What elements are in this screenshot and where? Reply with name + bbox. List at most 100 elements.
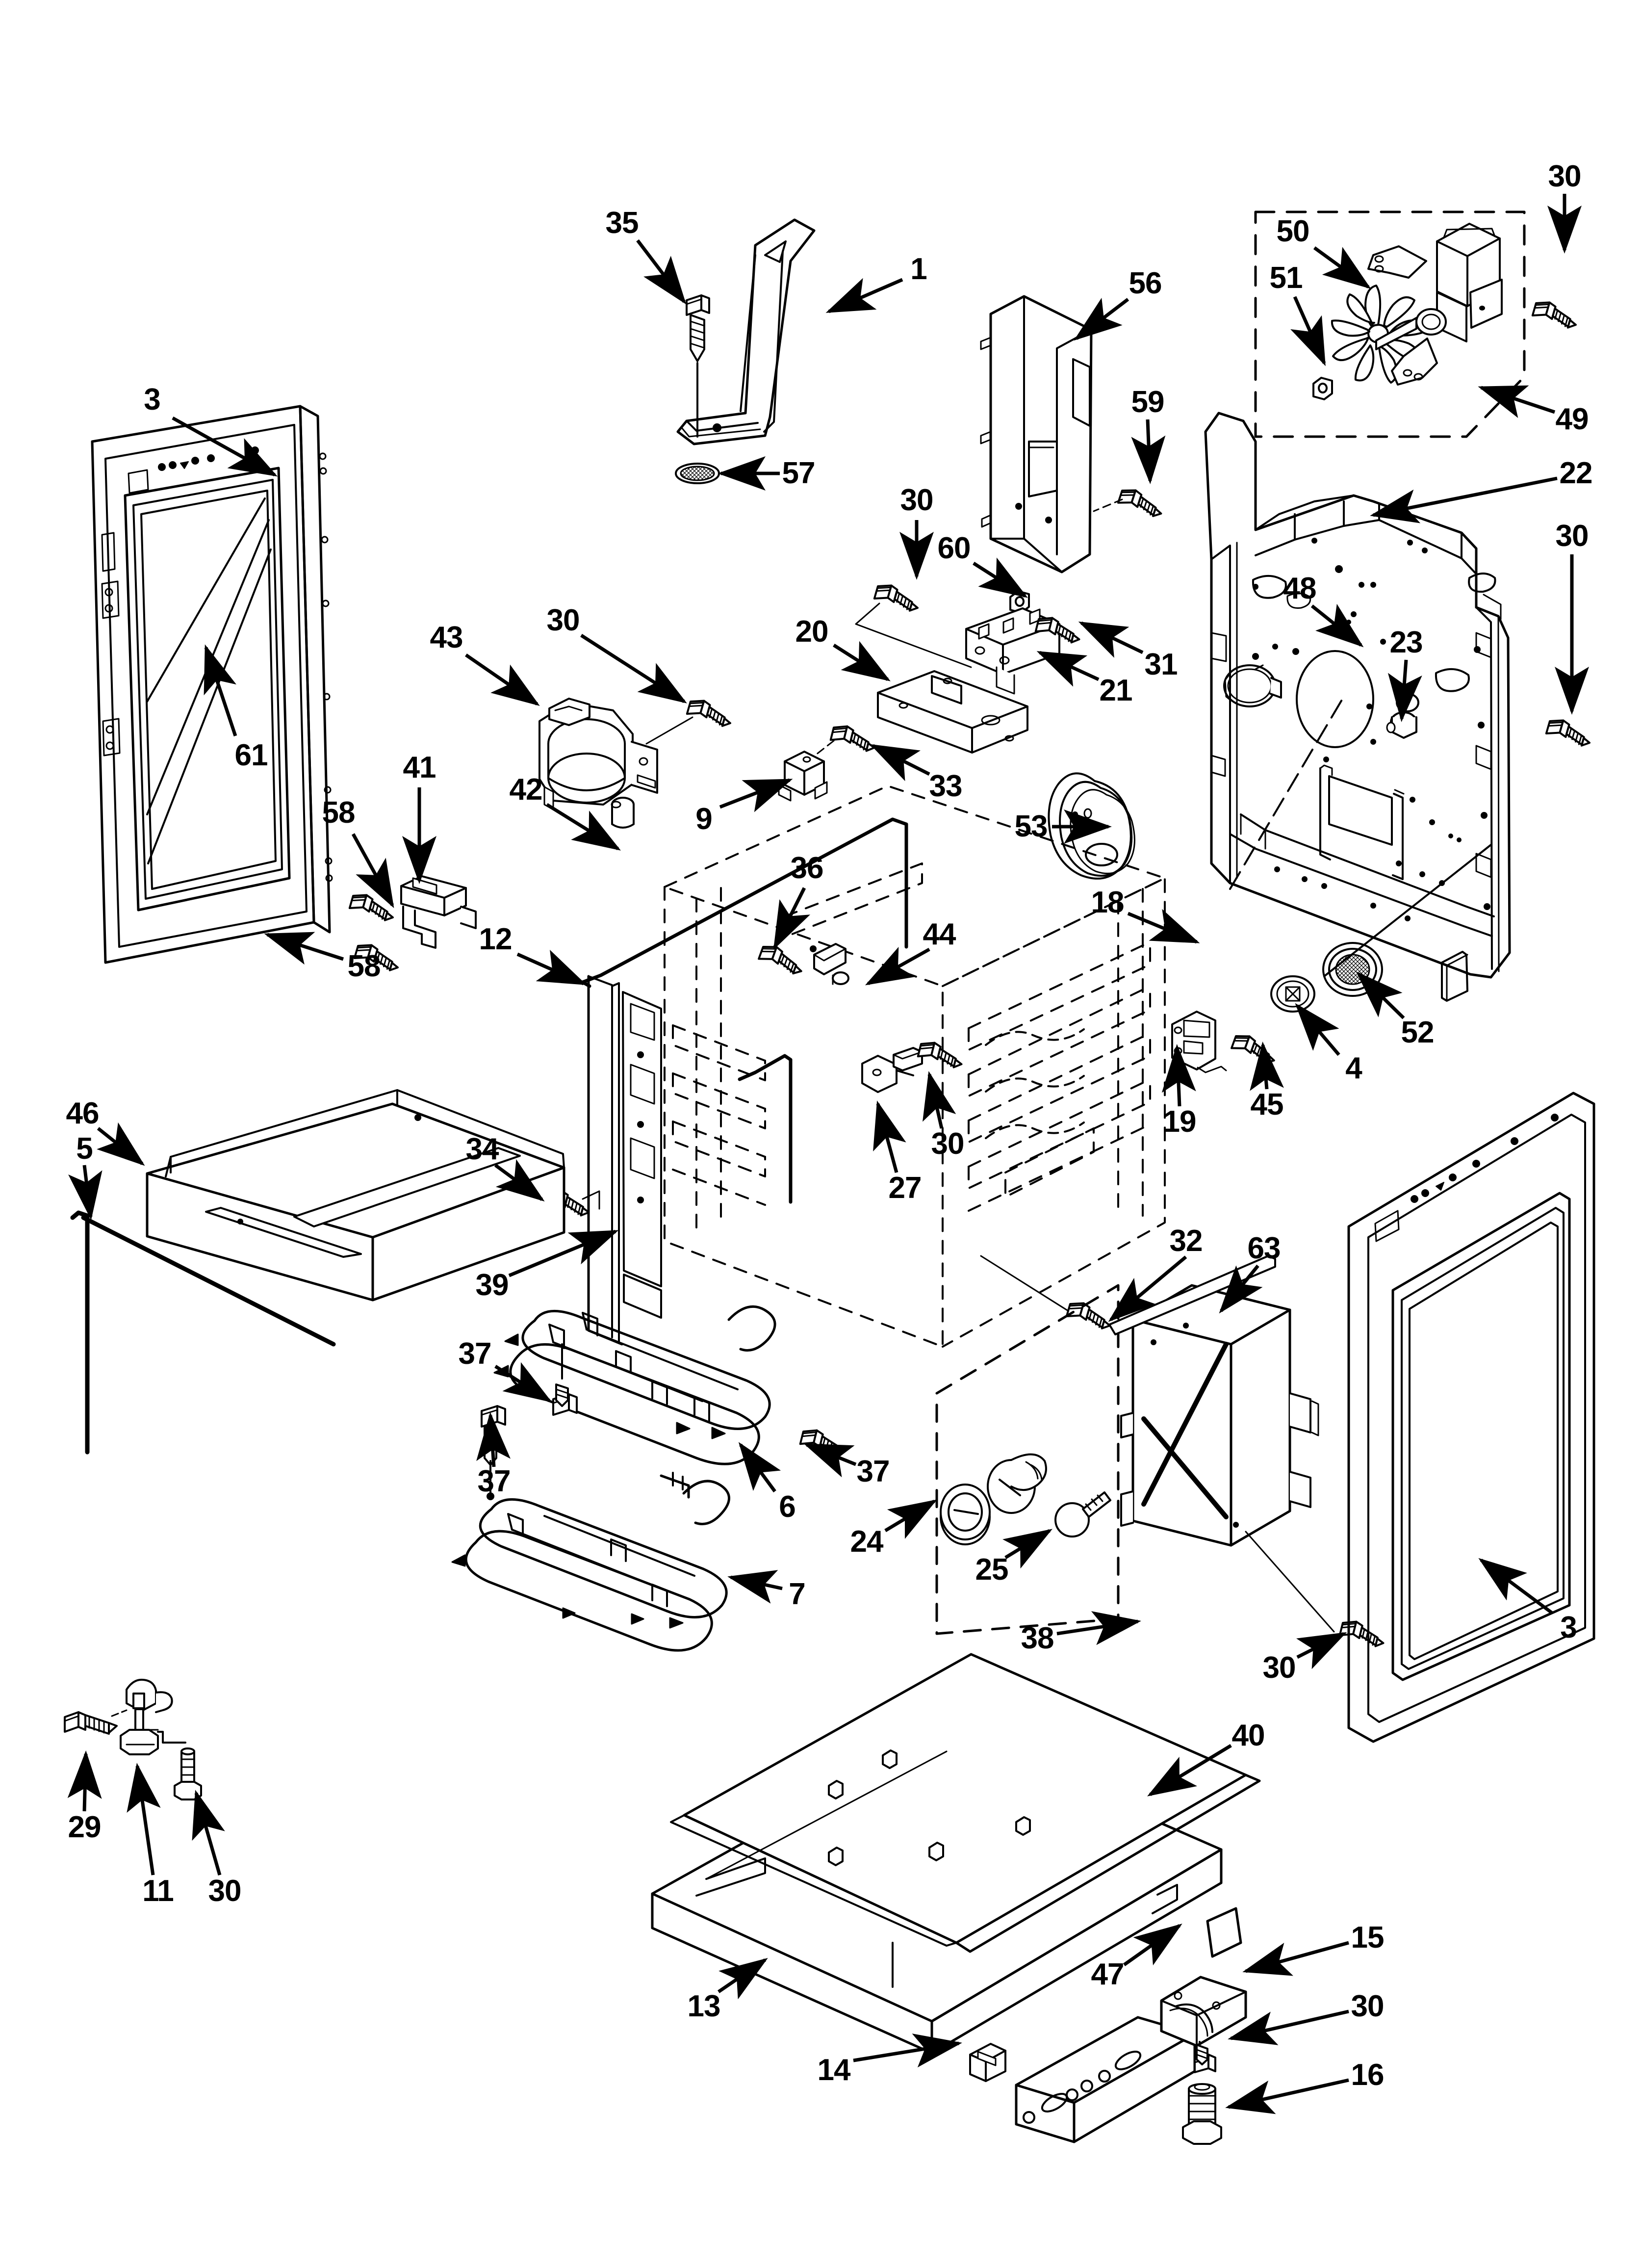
callout-number-38: 38	[1021, 1621, 1054, 1655]
part-screw-35	[686, 294, 710, 438]
callout-number-3: 3	[144, 383, 160, 417]
callout-number-39: 39	[475, 1268, 509, 1302]
callout-number-16: 16	[1351, 2058, 1385, 2092]
callout-number-9: 9	[695, 802, 712, 836]
callout-number-53: 53	[1014, 809, 1048, 843]
part-convection-motor	[1367, 223, 1503, 386]
callout-number-32: 32	[1169, 1224, 1203, 1258]
part-screw-30-right	[1544, 716, 1594, 749]
part-liner-frame-39	[587, 975, 662, 1346]
callout-number-58: 58	[347, 949, 381, 983]
callout-number-7: 7	[789, 1577, 805, 1611]
callout-number-30: 30	[1548, 159, 1582, 193]
part-nut-51	[1312, 377, 1333, 400]
callout-number-33: 33	[929, 769, 963, 803]
part-rod-12	[581, 817, 908, 988]
callout-number-37: 37	[856, 1455, 890, 1488]
callout-number-44: 44	[923, 917, 956, 951]
part-support-rail-47	[1015, 1976, 1247, 2143]
callout-number-57: 57	[782, 456, 816, 490]
callout-number-24: 24	[850, 1525, 884, 1559]
callout-number-30: 30	[1555, 519, 1589, 553]
callout-number-29: 29	[68, 1810, 102, 1844]
part-bracket-19	[1171, 1011, 1227, 1073]
part-screw-59	[1116, 485, 1167, 520]
part-screw-30-upper-mid	[872, 581, 923, 614]
part-screw-37-upper	[552, 1343, 578, 1416]
part-broil-element-39	[493, 1305, 776, 1465]
callout-number-56: 56	[1129, 266, 1162, 300]
callout-number-30: 30	[931, 1127, 965, 1161]
callout-number-30: 30	[546, 603, 580, 637]
part-screw-27-30	[916, 1039, 966, 1070]
part-vent-panel-56	[980, 295, 1093, 574]
callout-number-27: 27	[888, 1171, 922, 1205]
part-terminal-block-21	[965, 607, 1060, 695]
part-leveling-leg-16	[1182, 2083, 1222, 2145]
callout-number-47: 47	[1091, 1957, 1125, 1991]
callout-number-61: 61	[234, 738, 268, 772]
part-plate-40	[1206, 1907, 1242, 1958]
part-rear-panel-22	[1204, 412, 1511, 1002]
callout-number-12: 12	[479, 922, 513, 956]
part-latch-motor-43	[539, 698, 658, 829]
callout-number-15: 15	[1351, 1921, 1385, 1955]
part-left-door-panel	[91, 405, 333, 964]
part-bracket-11	[120, 1678, 173, 1755]
callout-number-50: 50	[1276, 214, 1310, 248]
callout-number-37: 37	[477, 1464, 511, 1498]
callout-number-18: 18	[1091, 886, 1125, 919]
part-screw-29	[64, 1711, 118, 1735]
part-screw-30-antitip	[157, 1731, 202, 1800]
callout-number-5: 5	[76, 1132, 93, 1166]
part-sensor-44	[810, 943, 849, 985]
part-sensor-27	[861, 1047, 923, 1093]
part-bottom-pan-13	[651, 1653, 1261, 2055]
part-bracket-9	[778, 751, 828, 802]
part-gasket-5	[70, 1210, 90, 1455]
callout-number-35: 35	[605, 206, 639, 240]
callout-number-11: 11	[142, 1874, 174, 1908]
part-screw-30-panel63	[1338, 1617, 1388, 1649]
callout-number-60: 60	[937, 531, 971, 565]
part-oven-cavity-phantom	[664, 785, 1166, 1348]
part-screw-33	[829, 722, 879, 754]
part-rail-20	[877, 670, 1028, 754]
callout-number-41: 41	[403, 751, 436, 784]
callout-number-63: 63	[1247, 1231, 1281, 1265]
callout-number-46: 46	[66, 1096, 100, 1130]
callout-number-22: 22	[1559, 456, 1593, 490]
part-grommet-57	[675, 463, 720, 484]
part-lamp-lens-24	[940, 1484, 991, 1545]
callout-number-21: 21	[1099, 674, 1133, 707]
callout-number-25: 25	[975, 1553, 1009, 1587]
callout-number-51: 51	[1269, 261, 1303, 295]
callout-number-48: 48	[1283, 572, 1317, 605]
callout-number-45: 45	[1250, 1088, 1284, 1121]
callout-number-36: 36	[790, 851, 824, 885]
part-lamp-socket-24b	[987, 1453, 1047, 1514]
callout-number-31: 31	[1144, 648, 1178, 681]
part-lamp-bulb-25	[1054, 1491, 1111, 1538]
part-screw-58-upper	[348, 890, 398, 923]
part-screw-32	[1065, 1299, 1115, 1331]
part-bake-element-7	[451, 1472, 730, 1652]
part-clip-41	[400, 875, 477, 949]
callout-number-52: 52	[1401, 1016, 1435, 1049]
part-screw-45	[1230, 1031, 1280, 1066]
callout-number-59: 59	[1131, 385, 1165, 419]
callout-number-19: 19	[1163, 1105, 1197, 1139]
callout-number-49: 49	[1555, 402, 1589, 436]
part-screw-30-latch	[685, 696, 735, 729]
callout-number-43: 43	[430, 621, 463, 654]
callout-number-13: 13	[687, 1989, 721, 2023]
part-clip-14	[969, 2043, 1006, 2082]
part-rear-lower-panel-63	[1108, 1255, 1319, 1547]
callout-number-30: 30	[1351, 1989, 1385, 2023]
part-right-door-panel	[1347, 1092, 1595, 1743]
callout-number-4: 4	[1345, 1051, 1362, 1085]
part-screw-30-kit	[1531, 298, 1581, 331]
